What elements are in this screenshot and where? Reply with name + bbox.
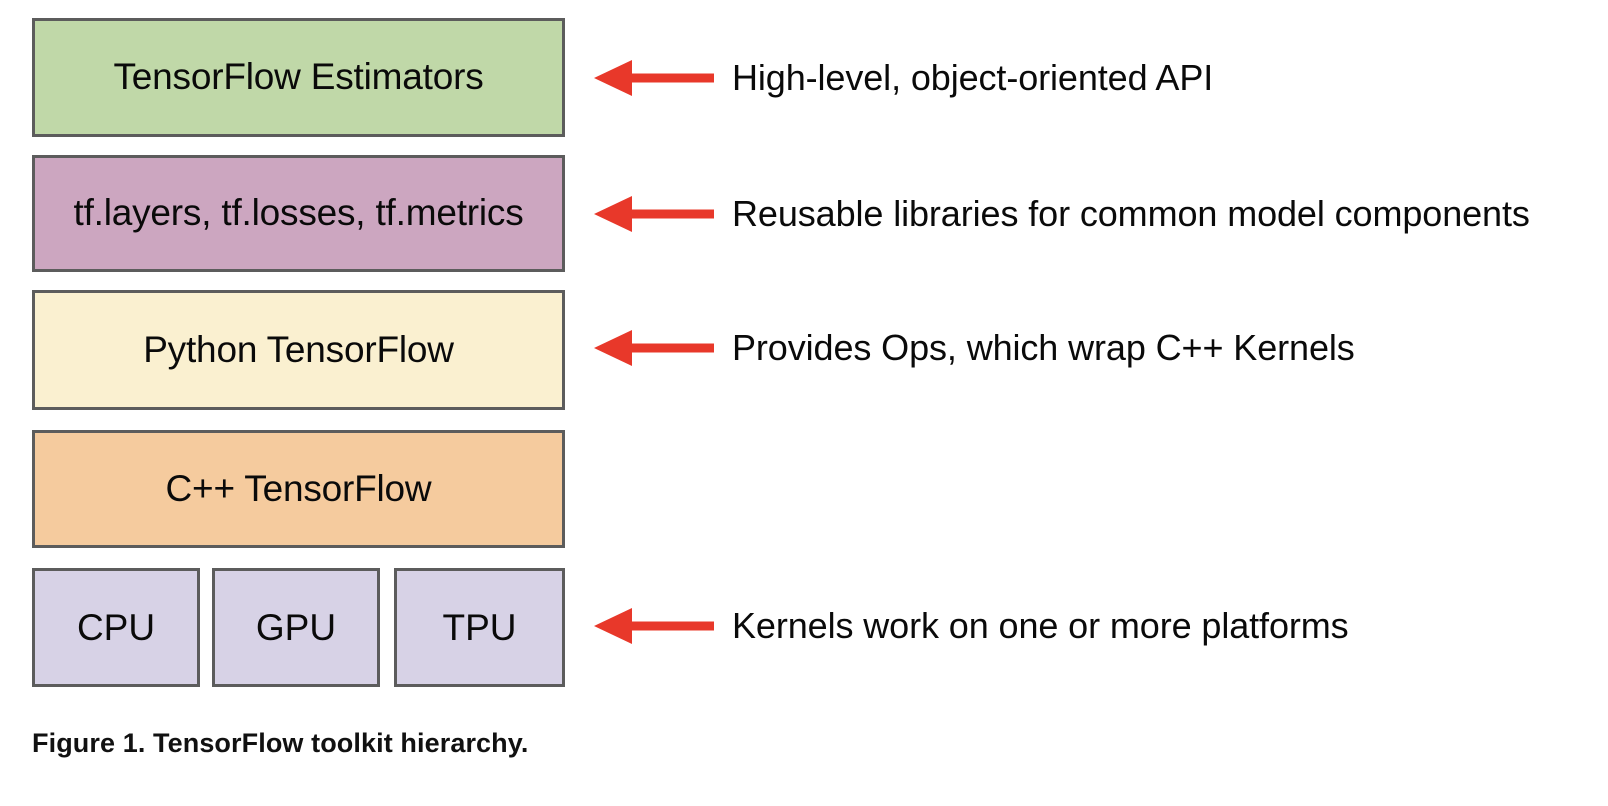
annotation-estimators: High-level, object-oriented API [594, 58, 1213, 98]
annotation-platforms: Kernels work on one or more platforms [594, 606, 1349, 646]
platform-box-tpu: TPU [394, 568, 565, 687]
annotation-text-python: Provides Ops, which wrap C++ Kernels [732, 327, 1355, 369]
platform-box-cpu: CPU [32, 568, 200, 687]
platform-box-gpu: GPU [212, 568, 380, 687]
layer-box-libraries: tf.layers, tf.losses, tf.metrics [32, 155, 565, 272]
layer-box-python-tensorflow: Python TensorFlow [32, 290, 565, 410]
left-arrow-icon [594, 196, 714, 232]
platform-label-tpu: TPU [442, 606, 517, 648]
annotation-text-libraries: Reusable libraries for common model comp… [732, 193, 1530, 235]
layer-box-estimators: TensorFlow Estimators [32, 18, 565, 137]
annotation-text-platforms: Kernels work on one or more platforms [732, 605, 1349, 647]
figure-caption: Figure 1. TensorFlow toolkit hierarchy. [32, 728, 529, 758]
layer-label-cpp-tensorflow: C++ TensorFlow [165, 467, 432, 509]
layer-label-libraries: tf.layers, tf.losses, tf.metrics [73, 192, 524, 234]
platform-label-gpu: GPU [255, 606, 337, 648]
layer-box-cpp-tensorflow: C++ TensorFlow [32, 430, 565, 548]
annotation-libraries: Reusable libraries for common model comp… [594, 194, 1530, 234]
annotation-text-estimators: High-level, object-oriented API [732, 57, 1214, 99]
platform-row: CPU GPU TPU [32, 568, 565, 687]
platform-label-cpu: CPU [76, 606, 156, 648]
left-arrow-icon [594, 608, 714, 644]
layer-label-estimators: TensorFlow Estimators [113, 56, 484, 98]
left-arrow-icon [594, 330, 714, 366]
annotation-python: Provides Ops, which wrap C++ Kernels [594, 328, 1355, 368]
layer-label-python-tensorflow: Python TensorFlow [143, 328, 454, 370]
left-arrow-icon [594, 60, 714, 96]
